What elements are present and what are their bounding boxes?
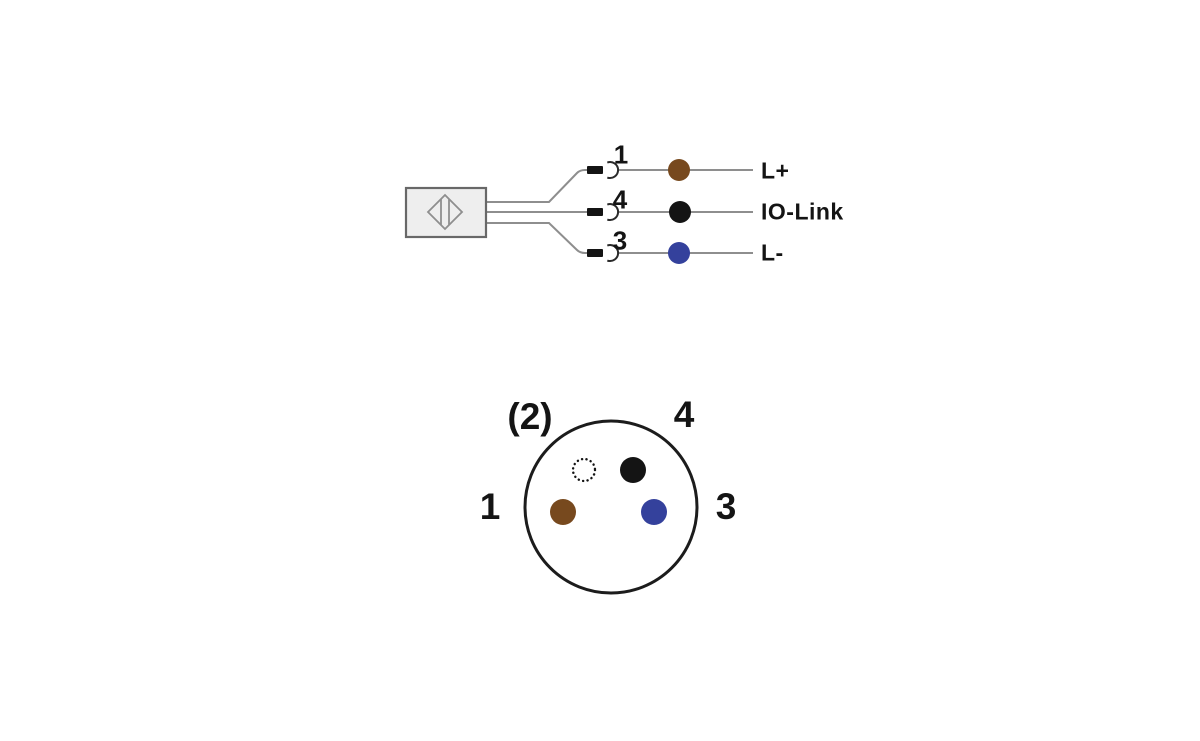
connector-label-pin3: 3 xyxy=(715,486,737,527)
wire-dot-blue xyxy=(668,242,690,264)
connector-plug-1 xyxy=(587,166,603,174)
pin4-number-label: 4 xyxy=(612,184,628,215)
pin1-number-label: 1 xyxy=(613,139,629,170)
proximity-sensor-icon xyxy=(426,193,464,231)
wire-dot-brown xyxy=(668,159,690,181)
connector-label-pin1: 1 xyxy=(479,486,501,527)
connector-face-circle xyxy=(523,419,699,595)
wire-to-pin1 xyxy=(486,169,589,203)
connector-socket-3 xyxy=(606,244,620,262)
connector-plug-4 xyxy=(587,208,603,216)
pin-1-dot xyxy=(550,499,576,525)
connector-socket-4 xyxy=(606,203,620,221)
proximity-sensor-icon-band xyxy=(440,199,450,225)
label-l-minus: L- xyxy=(761,239,784,266)
pin-3-dot xyxy=(641,499,667,525)
wire-to-pin3 xyxy=(486,222,589,254)
pin-2-dashed-dot xyxy=(571,457,597,483)
connector-label-pin4: 4 xyxy=(673,394,695,435)
connector-label-pin2: (2) xyxy=(507,396,553,437)
pin3-number-label: 3 xyxy=(612,225,628,256)
wire-dot-black xyxy=(669,201,691,223)
connector-socket-1 xyxy=(606,161,620,179)
pin-4-dot xyxy=(620,457,646,483)
label-io-link: IO-Link xyxy=(761,198,844,225)
connector-plug-3 xyxy=(587,249,603,257)
label-l-plus: L+ xyxy=(761,157,790,184)
